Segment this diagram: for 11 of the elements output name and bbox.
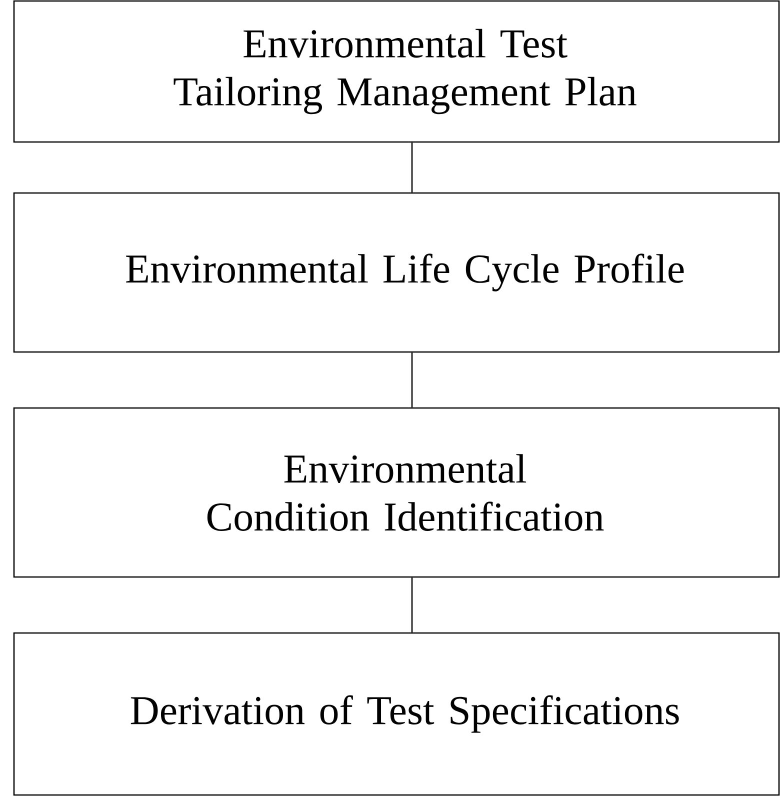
process-box [13, 632, 780, 796]
connector-line [411, 352, 413, 408]
connector-line [411, 578, 413, 632]
node-label: Environmental Test Tailoring Management Plan [174, 28, 636, 114]
process-box [13, 0, 780, 143]
node-label: Environmental Life Cycle Profile [126, 254, 684, 292]
node-label: Environmental Condition Identification [207, 454, 604, 531]
node-label: Derivation of Test Specifications [130, 695, 679, 733]
process-box [13, 407, 780, 578]
process-box [13, 192, 780, 353]
connector-line [411, 142, 413, 192]
